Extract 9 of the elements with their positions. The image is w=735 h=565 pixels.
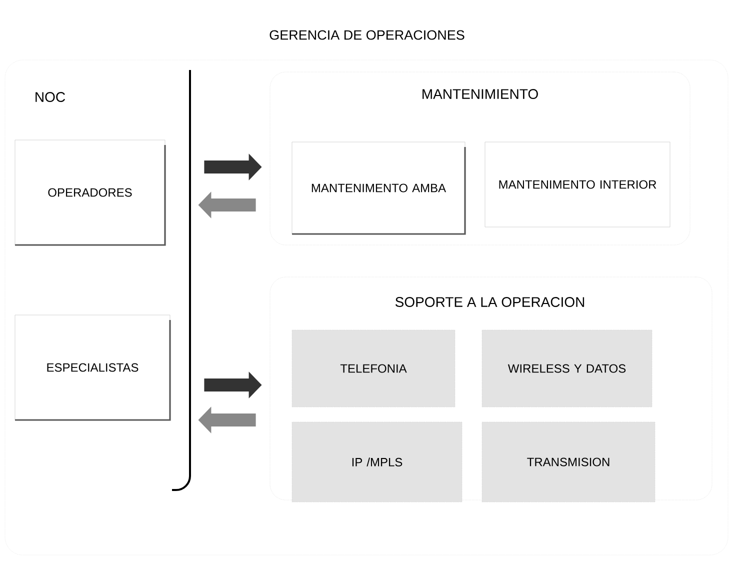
unit-box: MANTENIMENTO AMBA xyxy=(292,142,466,235)
unit-box: TELEFONIA xyxy=(292,330,456,408)
unit-box: TRANSMISION xyxy=(482,422,656,502)
unit-box: IP /MPLS xyxy=(292,422,462,502)
unit-box: ESPECIALISTAS xyxy=(14,314,171,421)
node-label: GERENCIA DE OPERACIONES xyxy=(270,30,464,40)
unit-box: WIRELESS Y DATOS xyxy=(482,330,652,408)
unit-box: MANTENIMENTO INTERIOR xyxy=(484,142,670,228)
unit-box: OPERADORES xyxy=(14,140,166,246)
